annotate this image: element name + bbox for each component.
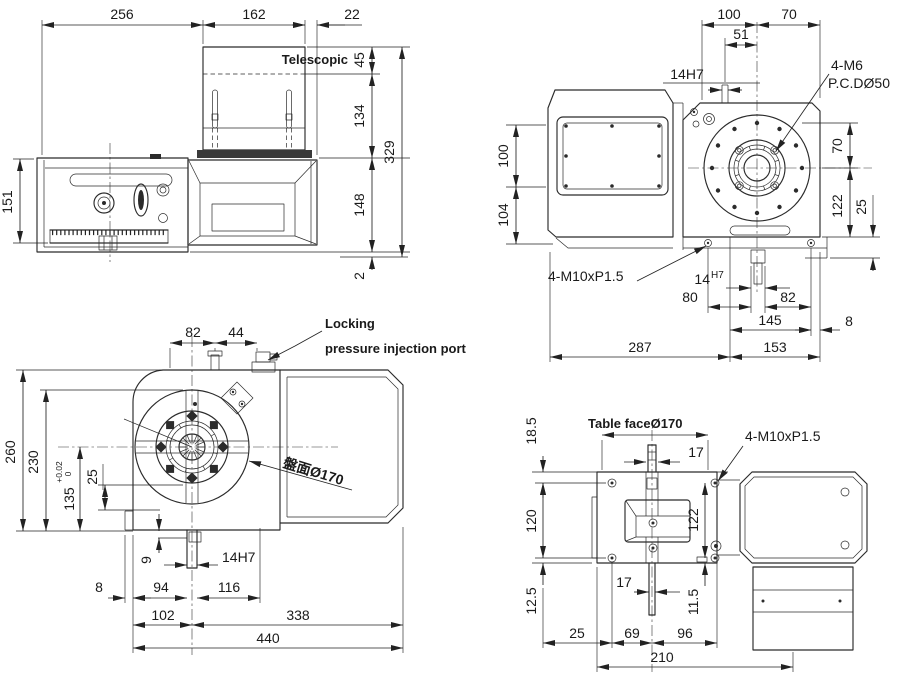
dim-14h7-top: 14H7 xyxy=(670,66,704,82)
dim-329: 329 xyxy=(381,140,397,164)
dim-135-tol-upper: +0.02 xyxy=(54,461,64,483)
dim-69: 69 xyxy=(624,625,640,641)
label-locking-line1: Locking xyxy=(325,316,375,331)
dim-9: 9 xyxy=(138,556,154,564)
dim-134: 134 xyxy=(351,104,367,128)
label-locking-line2: pressure injection port xyxy=(325,341,467,356)
dim-153: 153 xyxy=(763,339,787,355)
dim-151: 151 xyxy=(0,190,15,214)
dim-145: 145 xyxy=(758,312,782,328)
dim-11-5: 11.5 xyxy=(685,589,701,615)
dim-116: 116 xyxy=(218,579,241,595)
front-view: 4-M6 P.C.DØ50 4-M10xP1.5 100 70 51 14H7 … xyxy=(495,6,890,362)
dim-100-top: 100 xyxy=(717,6,741,22)
dim-162: 162 xyxy=(242,6,266,22)
dim-102: 102 xyxy=(151,607,175,623)
dim-82: 82 xyxy=(780,289,796,305)
dim-230: 230 xyxy=(25,450,41,474)
dim-96: 96 xyxy=(677,625,693,641)
dim-338: 338 xyxy=(286,607,310,623)
label-telescopic: Telescopic xyxy=(282,52,348,67)
dim-122: 122 xyxy=(829,194,845,218)
label-mount-bolts-top: 4-M10xP1.5 xyxy=(745,428,821,444)
dim-12-5: 12.5 xyxy=(523,587,539,614)
side-view: Telescopic 256 162 22 45 134 148 2 329 xyxy=(0,6,410,280)
dim-135: 135 xyxy=(61,487,77,511)
dim-100-left: 100 xyxy=(495,144,511,168)
dim-2: 2 xyxy=(351,272,367,280)
dim-14-key: 14 xyxy=(694,271,710,287)
table-face-view: Locking pressure injection port 盤面Ø170 8… xyxy=(2,316,467,655)
dim-18-5: 18.5 xyxy=(523,417,539,444)
dim-51: 51 xyxy=(733,26,749,42)
dim-104: 104 xyxy=(495,203,511,227)
dim-135-tol-lower: 0 xyxy=(63,471,73,476)
dim-25: 25 xyxy=(853,199,869,215)
dim-45: 45 xyxy=(351,52,367,68)
label-4-m6-bolts: 4-M6 xyxy=(831,57,863,73)
dim-14h7-face: 14H7 xyxy=(222,549,256,565)
dim-17-bottom: 17 xyxy=(616,574,632,590)
top-plan-view: Table faceØ170 4-M10xP1.5 17 18.5 120 12… xyxy=(523,416,868,672)
dim-287: 287 xyxy=(628,339,652,355)
dim-8-face: 8 xyxy=(95,579,103,595)
dim-25-face: 25 xyxy=(84,469,100,485)
dim-94: 94 xyxy=(153,579,169,595)
dim-210: 210 xyxy=(650,649,674,665)
dim-440: 440 xyxy=(256,630,280,646)
dim-8: 8 xyxy=(845,313,853,329)
dim-44: 44 xyxy=(228,324,244,340)
dim-70-right: 70 xyxy=(829,138,845,154)
dim-25-top: 25 xyxy=(569,625,585,641)
label-table-face: Table faceØ170 xyxy=(588,416,682,431)
dim-122-top: 122 xyxy=(685,508,701,532)
dim-14-key-tolerance: H7 xyxy=(711,270,724,281)
label-table-face-cn: 盤面Ø170 xyxy=(281,454,345,488)
label-pcd50: P.C.DØ50 xyxy=(828,75,890,91)
dim-256: 256 xyxy=(110,6,134,22)
dim-80: 80 xyxy=(682,289,698,305)
dim-148: 148 xyxy=(351,193,367,217)
dim-17-top: 17 xyxy=(688,444,704,460)
dim-70-top: 70 xyxy=(781,6,797,22)
dim-22: 22 xyxy=(344,6,360,22)
dim-120: 120 xyxy=(523,509,539,533)
label-mount-bolts: 4-M10xP1.5 xyxy=(548,268,624,284)
dim-82-face: 82 xyxy=(185,324,201,340)
dim-260: 260 xyxy=(2,440,18,464)
